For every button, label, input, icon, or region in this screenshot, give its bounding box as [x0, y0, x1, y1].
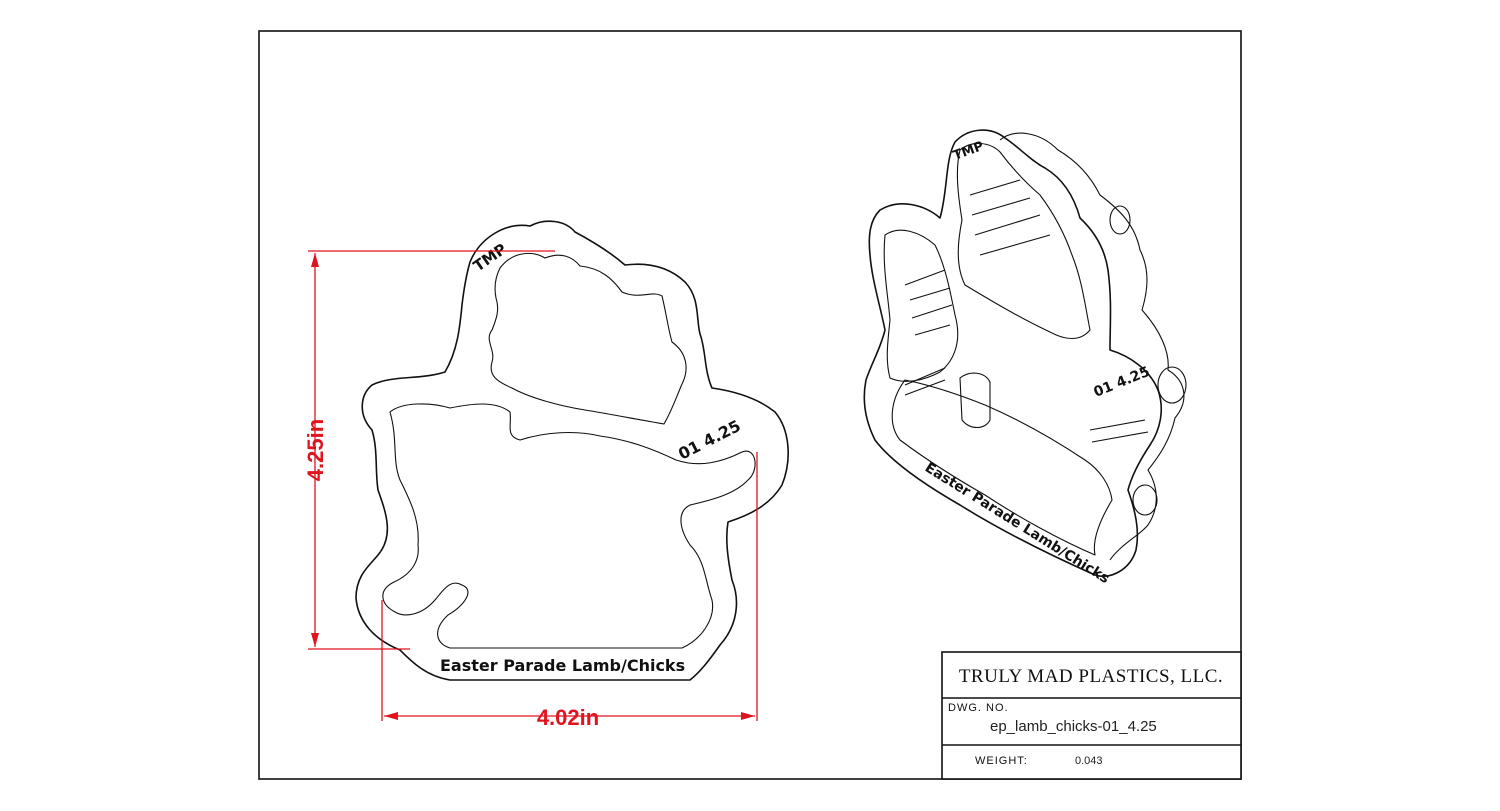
cutter-logo-text: TMP: [470, 240, 510, 275]
width-dimension-label: 4.02in: [537, 705, 599, 730]
isometric-view: TMP 01 4.25 Easter Parade Lamb/Chicks: [863, 129, 1187, 587]
dimension-height: 4.25in: [303, 250, 555, 650]
iso-part-code: 01 4.25: [1092, 364, 1153, 401]
cutter-inner-body: [382, 403, 756, 649]
company-name: TRULY MAD PLASTICS, LLC.: [959, 666, 1223, 687]
front-view: TMP 01 4.25 Easter Parade Lamb/Chicks: [355, 220, 789, 681]
iso-logo-text: TMP: [951, 139, 986, 164]
dwg-no-label: DWG. NO.: [948, 702, 1009, 714]
iso-front-outline: [863, 129, 1162, 577]
dimension-width: 4.02in: [381, 452, 758, 730]
cutter-name-text: Easter Parade Lamb/Chicks: [440, 656, 685, 675]
iso-name-text: Easter Parade Lamb/Chicks: [922, 460, 1112, 587]
weight-label: WEIGHT:: [975, 755, 1028, 767]
cutter-inner-head: [488, 252, 687, 425]
cutter-outer-outline: [355, 220, 789, 681]
height-dimension-label: 4.25in: [303, 419, 328, 481]
title-block: TRULY MAD PLASTICS, LLC. DWG. NO. ep_lam…: [941, 651, 1242, 780]
dwg-no-value: ep_lamb_chicks-01_4.25: [990, 718, 1157, 735]
weight-value: 0.043: [1075, 755, 1103, 767]
sheet-border: [258, 30, 1242, 780]
